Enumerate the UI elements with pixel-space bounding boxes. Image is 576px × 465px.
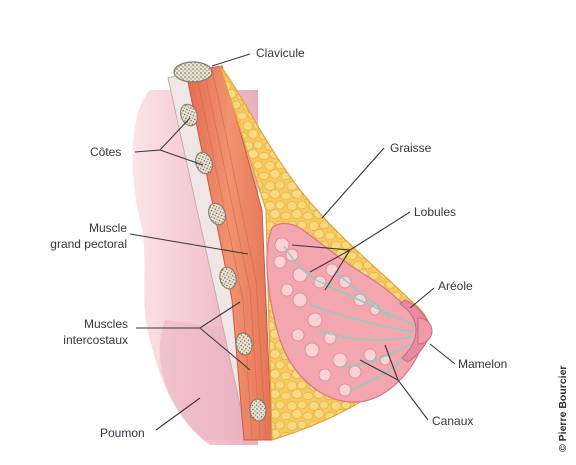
leader-lines <box>129 53 456 431</box>
label-muscle-line1: Muscle <box>89 221 127 235</box>
nipple <box>417 317 433 345</box>
leader-graisse <box>321 147 385 219</box>
leader-intercostaux-2 <box>199 327 251 371</box>
leader-muscle <box>129 233 249 255</box>
label-poumon: Poumon <box>100 426 145 440</box>
clavicle-bone <box>173 61 213 83</box>
leader-lobules-2 <box>309 249 351 273</box>
label-mamelon: Mamelon <box>458 357 507 371</box>
credit-text: © Pierre Bourcier <box>557 365 569 452</box>
label-cotes: Côtes <box>90 145 121 159</box>
label-graisse: Graisse <box>390 141 432 155</box>
label-lobules: Lobules <box>414 205 456 219</box>
rib-sections <box>180 103 267 422</box>
leader-mamelon <box>429 343 456 365</box>
label-canaux: Canaux <box>432 414 473 428</box>
leader-cotes-2 <box>159 149 204 166</box>
leader-poumon <box>155 397 201 431</box>
label-clavicule: Clavicule <box>256 46 305 60</box>
leader-areole <box>409 287 435 309</box>
leader-canaux-2 <box>384 344 399 381</box>
label-intercostaux-line1: Muscles <box>84 317 128 331</box>
label-intercostaux-line2: intercostaux <box>63 333 128 347</box>
leader-clavicule <box>211 53 251 67</box>
label-areole: Aréole <box>438 279 473 293</box>
leader-lobules-3 <box>324 249 351 291</box>
label-muscle-line2: grand pectoral <box>50 237 127 251</box>
